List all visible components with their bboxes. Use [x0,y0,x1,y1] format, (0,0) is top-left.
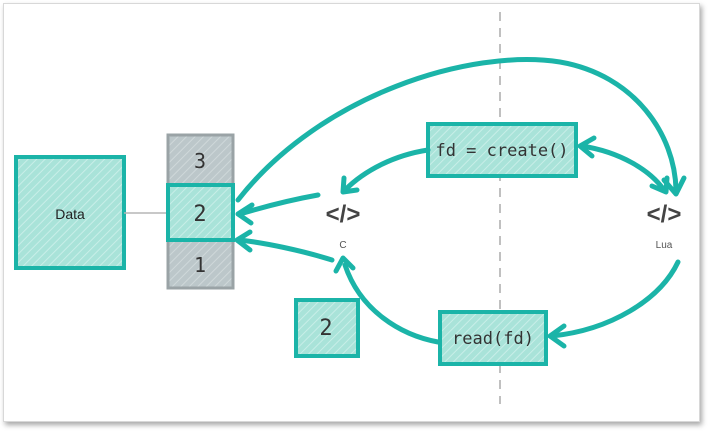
fd-table: 3 1 2 [166,133,235,290]
lua-code-icon: </> [647,201,682,228]
arrow-lua-to-read [547,259,681,349]
fd-slot-1-label: 1 [194,253,206,277]
arrow-lua-create [577,135,670,195]
fd-slot-2-label: 2 [193,202,206,227]
c-label: C [339,240,346,251]
arrow-c-to-fd [235,192,321,226]
create-call-label: fd = create() [435,141,568,161]
lua-code-icon-group: </> Lua [647,201,682,251]
fd-slot-1 [166,238,235,290]
data-box-label: Data [55,206,85,222]
arrow-create-to-c [340,147,431,195]
lua-label: Lua [656,240,673,251]
loose-fd-label: 2 [319,316,332,341]
fd-slot-3 [166,133,235,187]
fd-slot-2 [166,183,235,242]
read-call-label: read(fd) [452,329,534,349]
fd-slot-3-label: 3 [194,149,206,173]
create-call-box: fd = create() [426,122,578,178]
arrow-c-down-to-fd [234,229,335,263]
c-code-icon-group: </> C [326,201,361,251]
c-code-icon: </> [326,201,361,228]
arrow-read-to-c [333,255,441,345]
loose-fd-box: 2 [294,298,360,358]
read-call-box: read(fd) [438,310,548,366]
data-box: Data [14,155,126,270]
